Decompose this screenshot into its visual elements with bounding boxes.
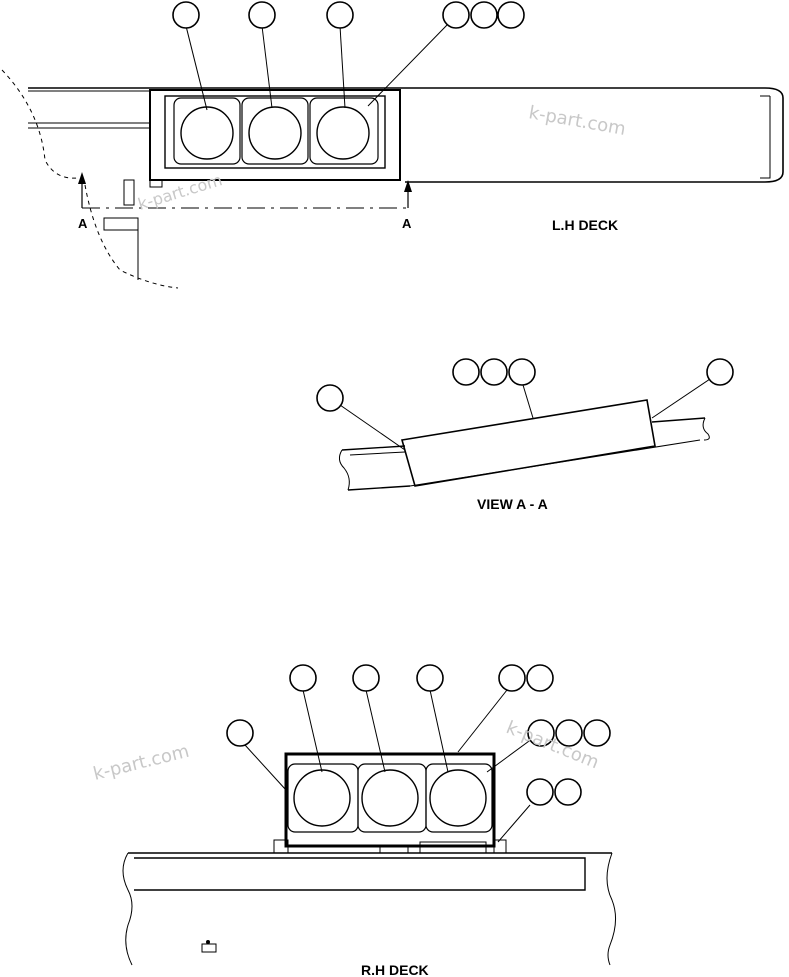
callout-balloon — [498, 664, 526, 692]
callout-balloon — [470, 1, 498, 29]
section-marker-left: A — [78, 216, 88, 231]
callout-balloon — [289, 664, 317, 692]
lh-deck-title: L.H DECK — [552, 217, 618, 233]
callout-balloon — [416, 664, 444, 692]
section-marker-right: A — [402, 216, 412, 231]
lh-deck-view: A A L.H DECK — [1, 1, 784, 289]
callout-balloon — [706, 358, 734, 386]
callout-balloon — [480, 358, 508, 386]
callout-balloon — [226, 719, 254, 747]
callout-balloon — [508, 358, 536, 386]
section-arrow-left-icon — [78, 172, 86, 184]
watermark-text: k-part.com — [136, 170, 225, 214]
callout-balloon — [526, 778, 554, 806]
callout-balloon — [583, 719, 611, 747]
callout-balloon — [326, 1, 354, 29]
callout-balloon — [172, 1, 200, 29]
callout-balloon — [527, 719, 555, 747]
callout-balloon — [452, 358, 480, 386]
callout-balloon — [555, 719, 583, 747]
section-view: VIEW A - A — [316, 358, 734, 512]
rh-deck-view: R.H DECK — [122, 664, 616, 977]
section-view-title: VIEW A - A — [477, 496, 548, 512]
callout-balloon — [316, 384, 344, 412]
callout-balloon — [526, 664, 554, 692]
watermark-text: k-part.com — [91, 741, 191, 785]
callout-balloon — [497, 1, 525, 29]
callout-balloon — [352, 664, 380, 692]
section-arrow-right-icon — [404, 180, 412, 192]
callout-balloon — [554, 778, 582, 806]
rh-deck-title: R.H DECK — [361, 962, 429, 977]
callout-balloon — [248, 1, 276, 29]
callout-balloon — [442, 1, 470, 29]
watermark-text: k-part.com — [527, 102, 627, 140]
